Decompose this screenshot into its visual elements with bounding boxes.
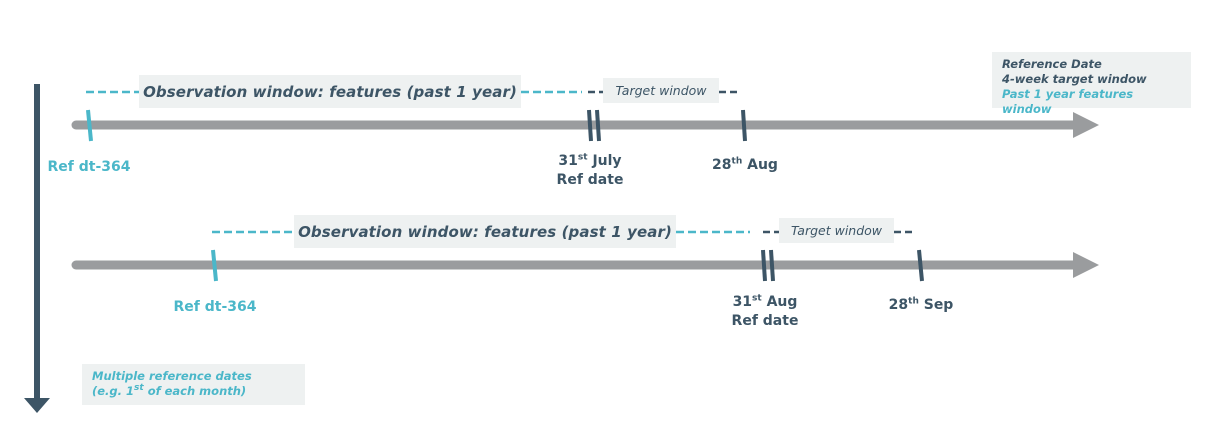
timeline2-target-window: Target window (779, 218, 894, 243)
timeline2-ref-tick-b (769, 249, 775, 282)
timeline2-start-tick (211, 249, 218, 282)
timeline1-target-window: Target window (603, 78, 719, 103)
legend-target-window: 4-week target window (1002, 72, 1147, 86)
note-line2-suffix: of each month) (143, 384, 247, 398)
timeline1-ref-tick-a (587, 109, 593, 142)
timeline1-ref-day: 31 (558, 153, 578, 169)
timeline2-ref-month: Aug (761, 294, 798, 310)
timeline1-observation-window: Observation window: features (past 1 yea… (139, 75, 521, 108)
timeline2-end-day: 28 (888, 297, 909, 313)
timeline2-ref-label: 31st Aug Ref date (715, 293, 815, 331)
timeline2-ref-caption: Ref date (731, 313, 799, 329)
note-line1: Multiple reference dates (92, 369, 252, 383)
legend-reference-date: Reference Date (1002, 57, 1102, 71)
timeline2-ref-sup: st (752, 293, 762, 304)
timeline1-ref-date: 31st July (540, 152, 640, 171)
timeline2-ref-tick-a (761, 249, 767, 282)
timeline1-observation-label: Observation window: features (past 1 yea… (143, 82, 517, 101)
timeline2-ref-date: 31st Aug (715, 293, 815, 312)
multiple-dates-note: Multiple reference dates (e.g. 1st of ea… (82, 364, 305, 405)
legend-box: Reference Date 4-week target window Past… (992, 52, 1191, 116)
timeline2-start-text: Ref dt-364 (173, 299, 257, 315)
timeline2-observation-label: Observation window: features (past 1 yea… (298, 222, 672, 241)
note-line2: (e.g. 1st of each month) (92, 384, 295, 399)
timeline1-end-sup: th (731, 156, 743, 167)
legend-features-window: Past 1 year features window (1002, 87, 1134, 116)
timeline2-end-tick (917, 249, 924, 282)
timeline2-end-label: 28th Sep (876, 296, 966, 315)
vertical-arrow-head (24, 398, 50, 413)
timeline1-end-label: 28th Aug (700, 156, 790, 175)
note-line2-sup: st (134, 383, 144, 394)
timeline1-start-text: Ref dt-364 (47, 159, 131, 175)
timeline2-observation-window: Observation window: features (past 1 yea… (294, 215, 676, 248)
timeline1-end-month: Aug (742, 157, 778, 173)
note-line2-prefix: (e.g. 1 (92, 384, 135, 398)
timeline1-ref-sup: st (577, 152, 588, 163)
timeline2-end-sup: th (908, 296, 919, 307)
timeline1-arrowhead (1073, 112, 1099, 138)
timeline1-end-day: 28 (712, 157, 732, 173)
timeline2-ref-day: 31 (732, 294, 753, 310)
timeline2-end-month: Sep (918, 297, 954, 313)
timeline2-target-label: Target window (790, 223, 883, 238)
timeline1-ref-label: 31st July Ref date (540, 152, 640, 190)
timeline2-start-label: Ref dt-364 (166, 298, 264, 317)
timeline1-ref-caption: Ref date (556, 172, 624, 188)
timeline1-end-tick (741, 109, 747, 142)
timeline1-ref-month: July (587, 153, 622, 169)
timeline1-ref-tick-b (595, 109, 601, 142)
timeline1-start-label: Ref dt-364 (40, 158, 138, 177)
timeline1-target-label: Target window (615, 83, 707, 98)
timeline2-arrowhead (1073, 252, 1099, 278)
timeline1-start-tick (86, 109, 93, 142)
